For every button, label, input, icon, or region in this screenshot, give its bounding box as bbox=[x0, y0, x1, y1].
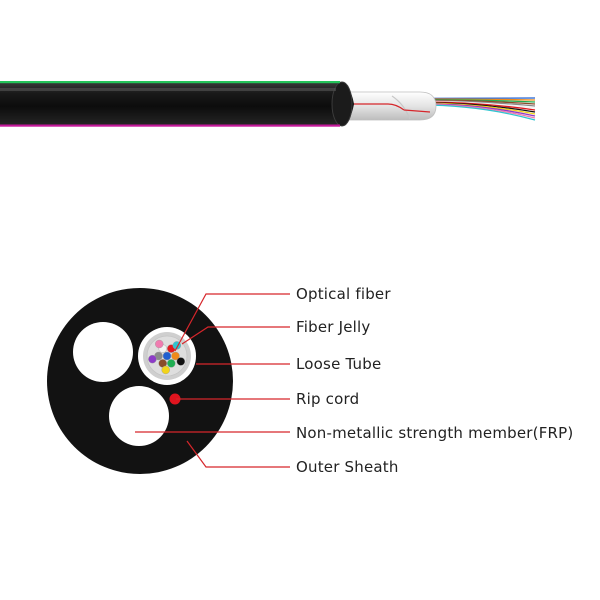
fiber-core bbox=[167, 359, 176, 368]
sheath-end-cap bbox=[331, 81, 353, 127]
exposed-loose-tube bbox=[329, 91, 437, 121]
fiber-core bbox=[171, 351, 180, 361]
tube-twist bbox=[391, 95, 411, 120]
leader-fiber-jelly bbox=[181, 326, 290, 345]
cable-cross-section bbox=[47, 288, 233, 474]
label-rip-cord: Rip cord bbox=[296, 390, 360, 408]
fiber-core bbox=[176, 357, 186, 366]
label-optical-fiber: Optical fiber bbox=[296, 285, 391, 303]
leader-lines bbox=[135, 293, 290, 468]
fiber-core bbox=[148, 354, 157, 364]
tube-rip-cord bbox=[348, 103, 431, 113]
sheath-highlight bbox=[0, 88, 336, 91]
outer-sheath-body bbox=[0, 82, 354, 126]
label-loose-tube: Loose Tube bbox=[296, 355, 382, 373]
fiber-core bbox=[162, 351, 172, 361]
fiber-core bbox=[155, 339, 164, 349]
rip-cord-dot bbox=[169, 393, 181, 405]
fiber-core bbox=[161, 365, 170, 375]
label-strength-member: Non-metallic strength member(FRP) bbox=[296, 424, 574, 442]
strength-member-top bbox=[73, 322, 133, 382]
outer-sheath bbox=[47, 288, 233, 474]
leader-optical-fiber bbox=[174, 293, 290, 352]
label-outer-sheath: Outer Sheath bbox=[296, 458, 399, 476]
fiber-fan bbox=[419, 97, 536, 121]
magenta-stripe bbox=[0, 124, 340, 127]
cable-side-view bbox=[0, 81, 536, 127]
leader-outer-sheath bbox=[186, 440, 290, 468]
strength-member-bottom bbox=[109, 386, 169, 446]
green-stripe bbox=[0, 81, 340, 84]
label-fiber-jelly: Fiber Jelly bbox=[296, 318, 371, 336]
fiber-bundle bbox=[148, 339, 186, 375]
